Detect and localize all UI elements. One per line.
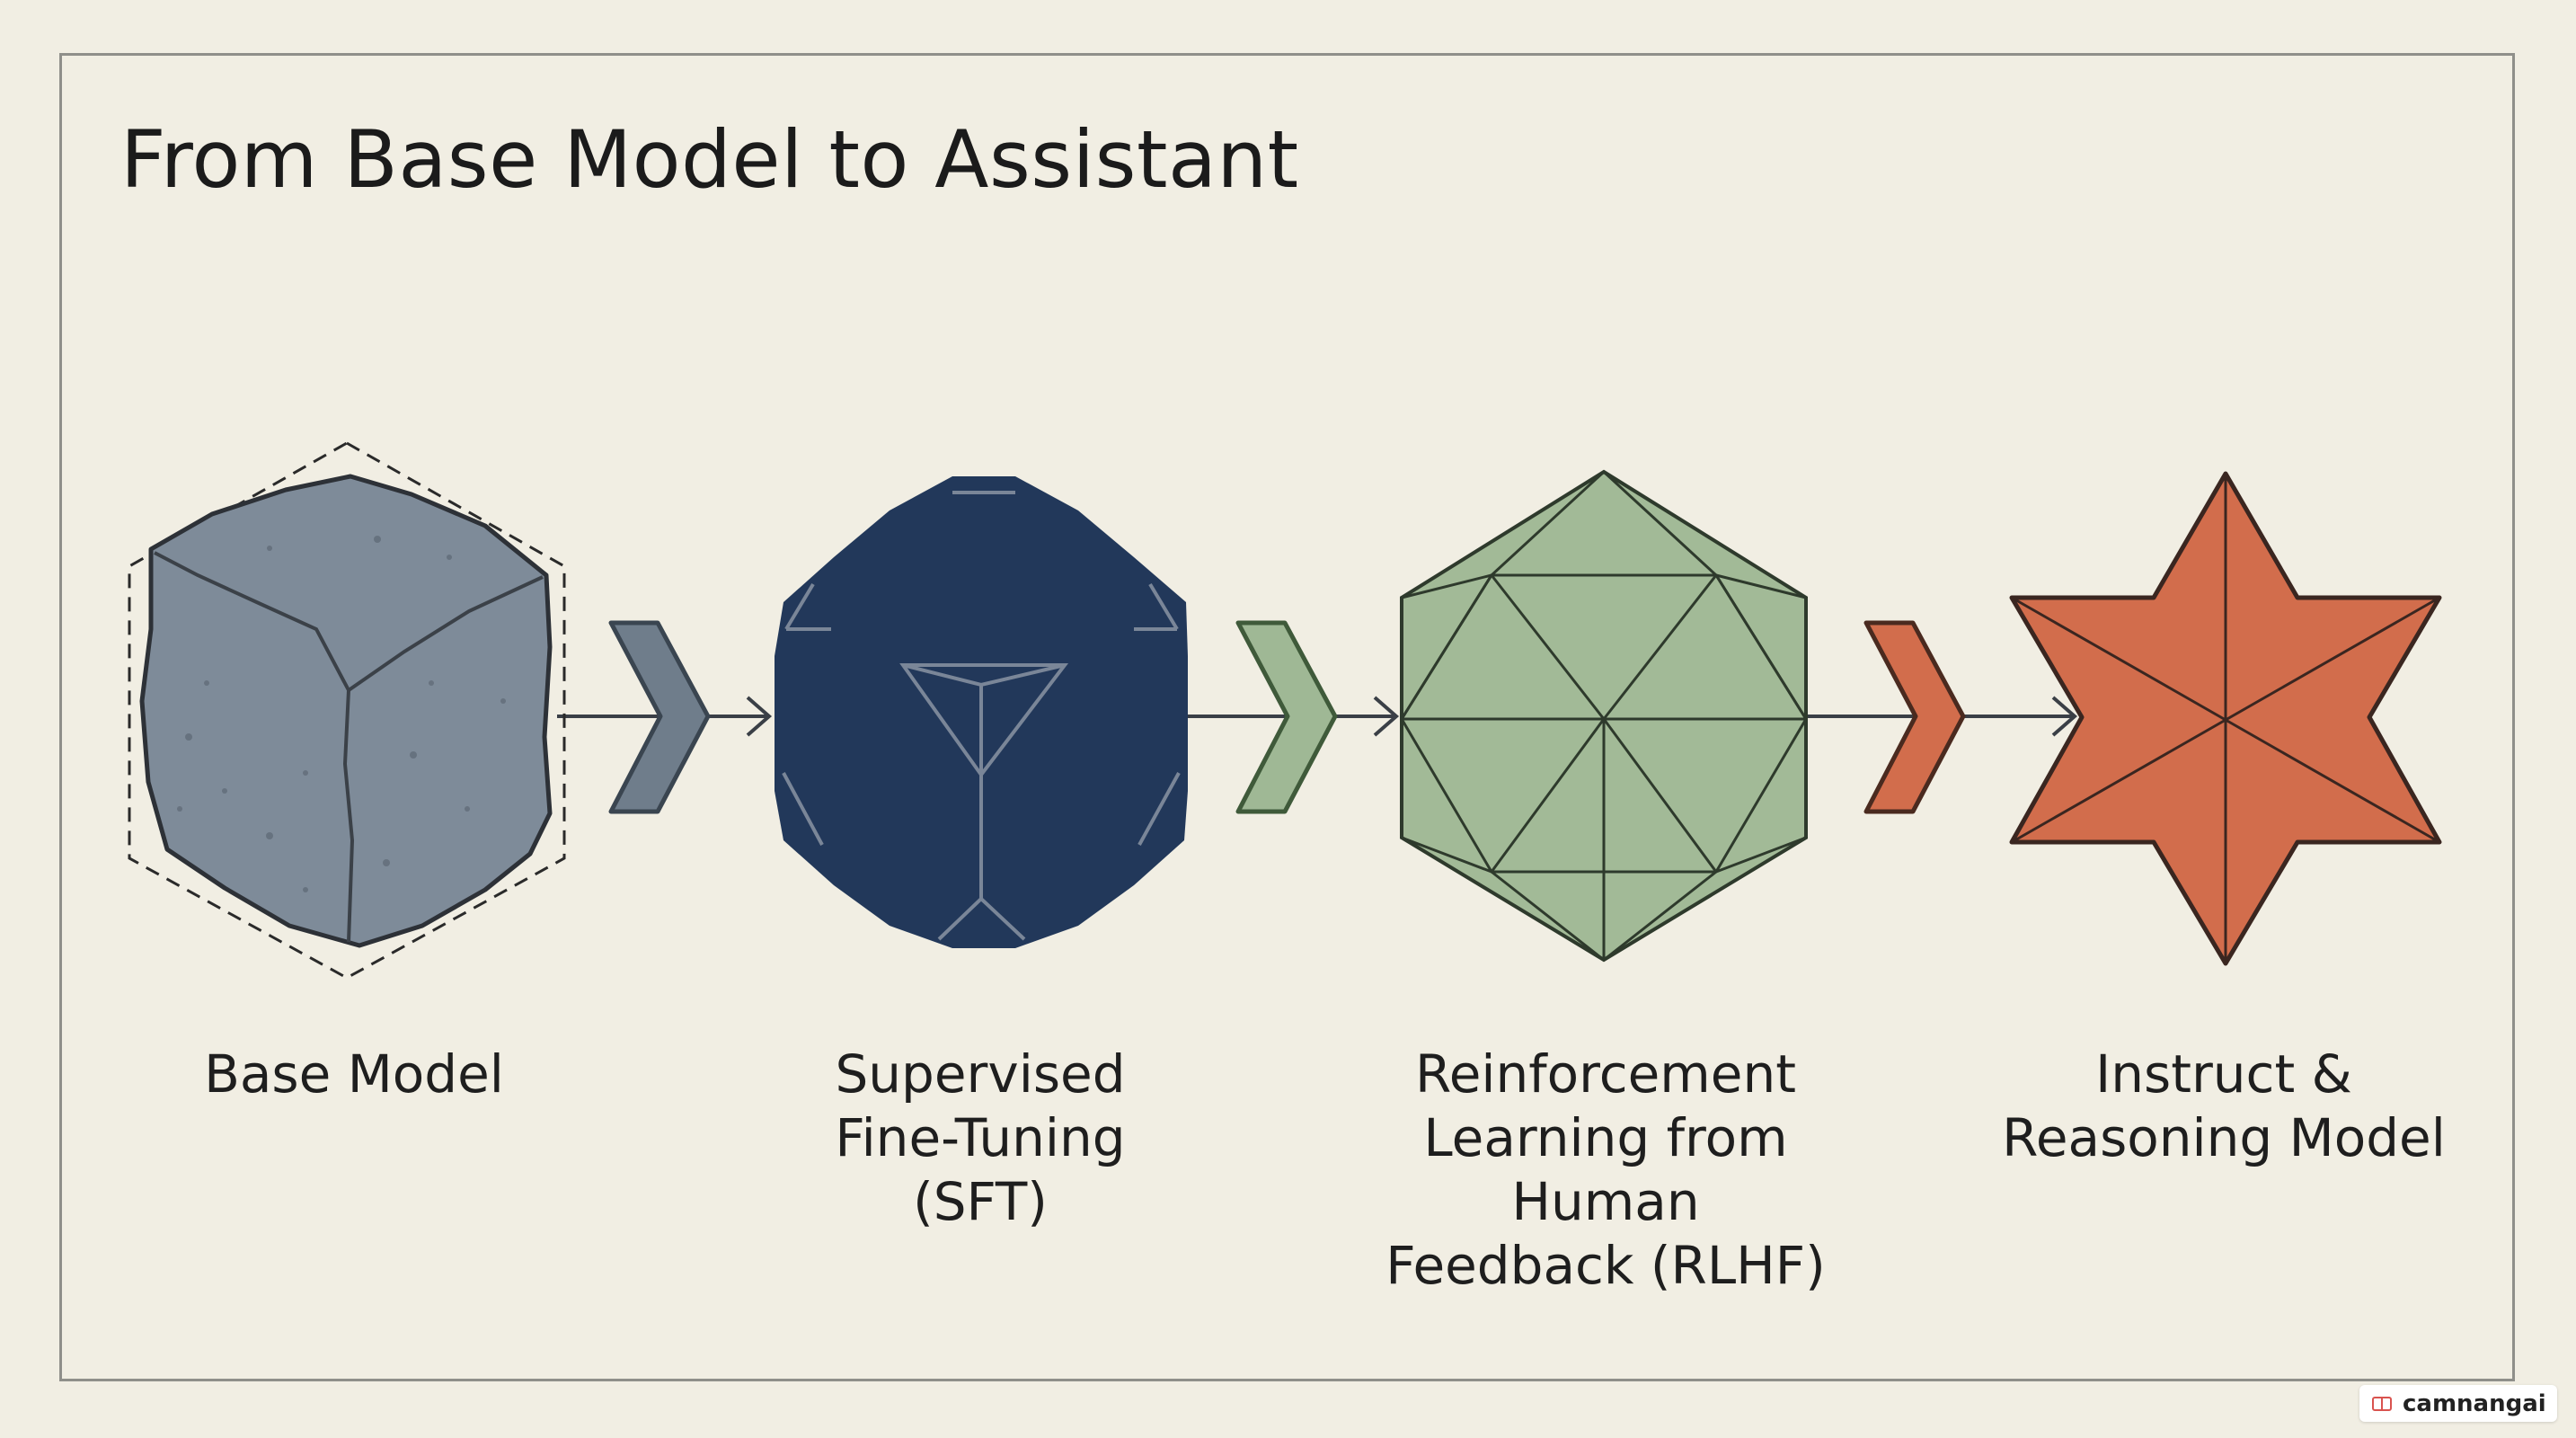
chevron-2-icon [1235,620,1338,814]
arrowhead-1 [746,696,773,737]
arrowhead-2 [1373,696,1400,737]
stage-label-instruct: Instruct &Reasoning Model [2002,1043,2446,1168]
rlhf-icosahedron-icon [1400,469,1808,963]
watermark-badge: camnangai [2359,1385,2557,1422]
instruct-star-icon [2009,471,2442,966]
diagram-frame [59,53,2515,1381]
stage-label-base-model: Base Model [204,1043,504,1105]
diagram-title: From Base Model to Assistant [120,113,1299,206]
base-model-cube-icon [128,441,566,980]
watermark-text: camnangai [2403,1389,2546,1417]
arrowhead-3 [2051,696,2078,737]
chevron-3-icon [1863,620,1966,814]
book-icon [2372,1396,2392,1411]
sft-solid-icon [775,476,1188,948]
chevron-1-icon [608,620,711,814]
